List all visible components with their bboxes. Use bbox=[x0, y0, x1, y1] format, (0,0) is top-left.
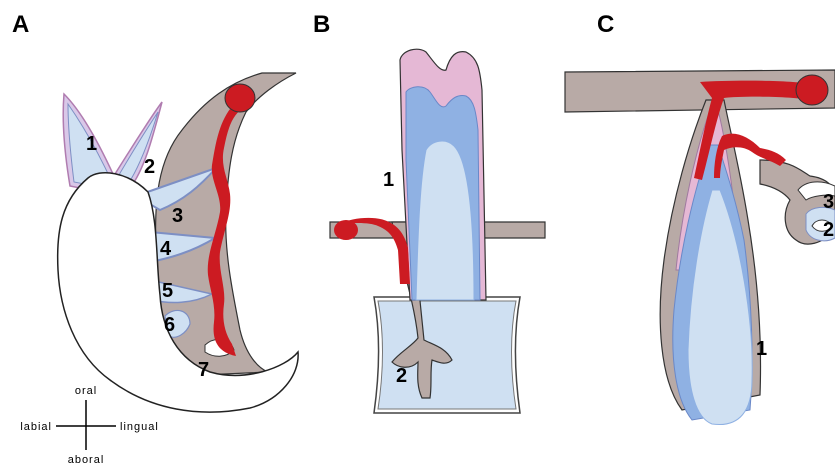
panel-a-label-3: 3 bbox=[172, 205, 183, 227]
panel-c: C 1 2 3 bbox=[565, 11, 835, 425]
orientation-labial-label: labial bbox=[20, 421, 52, 433]
panel-b-letter: B bbox=[313, 11, 330, 38]
panel-b-label-2: 2 bbox=[396, 365, 407, 387]
panel-a-label-6: 6 bbox=[164, 314, 175, 336]
panel-c-vessel-bulb bbox=[796, 75, 828, 105]
panel-c-label-1: 1 bbox=[756, 338, 767, 360]
panel-a-label-7: 7 bbox=[198, 359, 209, 381]
panel-a-label-2: 2 bbox=[144, 156, 155, 178]
panel-b-gum-band-right bbox=[480, 222, 545, 238]
orientation-lingual-label: lingual bbox=[120, 421, 159, 433]
panel-b-label-1: 1 bbox=[383, 169, 394, 191]
orientation-oral-label: oral bbox=[75, 385, 97, 397]
panel-a-vessel-bulb bbox=[225, 84, 255, 112]
panel-c-label-2: 2 bbox=[823, 219, 834, 241]
panel-c-letter: C bbox=[597, 11, 614, 38]
panel-c-label-3: 3 bbox=[823, 191, 834, 213]
panel-a-letter: A bbox=[12, 11, 29, 38]
orientation-aboral-label: aboral bbox=[68, 454, 105, 465]
panel-a-label-4: 4 bbox=[160, 238, 172, 260]
panel-a-label-5: 5 bbox=[162, 280, 173, 302]
panel-a: A 1 2 3 4 5 6 7 oral aboral bbox=[12, 11, 298, 465]
panel-a-label-1: 1 bbox=[86, 133, 97, 155]
panel-b-vessel-bulb bbox=[334, 220, 358, 240]
panel-b: B 1 2 bbox=[313, 11, 545, 413]
